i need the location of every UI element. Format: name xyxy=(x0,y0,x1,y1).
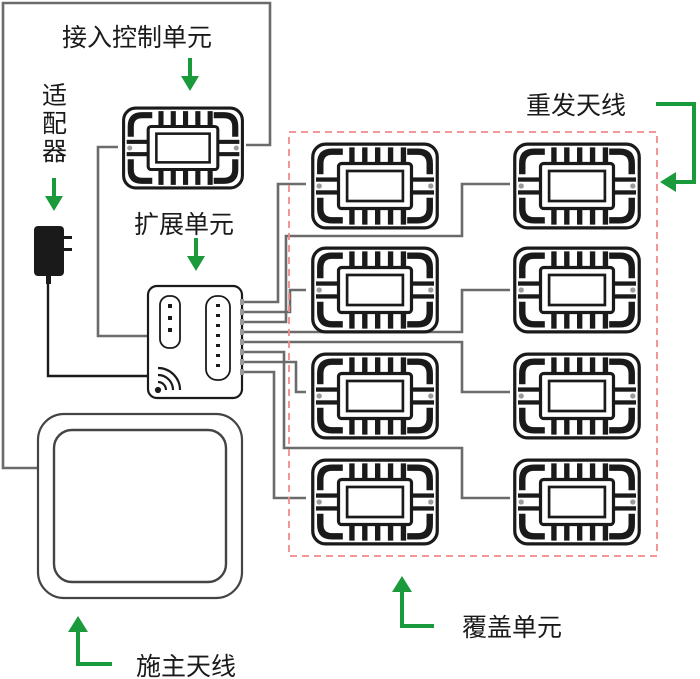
acu-expansion-cable xyxy=(96,145,148,338)
coverage-cable-4 xyxy=(242,370,306,500)
coverage-cable-2 xyxy=(242,288,306,314)
power-adapter-icon xyxy=(34,226,72,284)
acu-arrow xyxy=(181,58,199,91)
relay-antenna-label: 重发天线 xyxy=(526,91,626,120)
expansion-unit xyxy=(146,284,244,400)
coverage-cable-7 xyxy=(242,340,510,394)
expansion-arrow xyxy=(187,238,205,271)
coverage-unit-8 xyxy=(513,458,641,546)
access-control-unit-label: 接入控制单元 xyxy=(62,23,212,52)
coverage-cable-8 xyxy=(242,350,510,500)
coverage-area-border xyxy=(288,131,658,557)
coverage-unit-3 xyxy=(311,352,439,440)
relay-antenna-arrow xyxy=(656,102,696,192)
coverage-unit-2 xyxy=(311,246,439,334)
adapter-label-1: 适 xyxy=(42,81,67,110)
donor-feed-cable xyxy=(1,1,272,470)
expansion-unit-label: 扩展单元 xyxy=(134,210,234,239)
coverage-cable-3 xyxy=(242,360,306,394)
coverage-cable-1 xyxy=(242,182,306,304)
coverage-unit-7 xyxy=(513,352,641,440)
coverage-cable-5 xyxy=(242,182,510,324)
adapter-arrow xyxy=(45,178,63,211)
wireless-signal-icon xyxy=(154,366,182,394)
coverage-arrow xyxy=(392,576,434,628)
donor-antenna-label: 施主天线 xyxy=(136,652,236,679)
coverage-unit-6 xyxy=(513,246,641,334)
coverage-unit-label: 覆盖单元 xyxy=(462,613,562,642)
adapter-label-2: 配 xyxy=(42,109,67,138)
coverage-unit-4 xyxy=(311,458,439,546)
donor-arrow xyxy=(68,616,112,666)
access-control-unit xyxy=(121,106,245,190)
donor-antenna xyxy=(36,412,244,600)
coverage-unit-5 xyxy=(513,142,641,230)
adapter-label-3: 器 xyxy=(42,137,67,166)
coverage-unit-1 xyxy=(311,142,439,230)
adapter-power-cable xyxy=(46,280,150,378)
